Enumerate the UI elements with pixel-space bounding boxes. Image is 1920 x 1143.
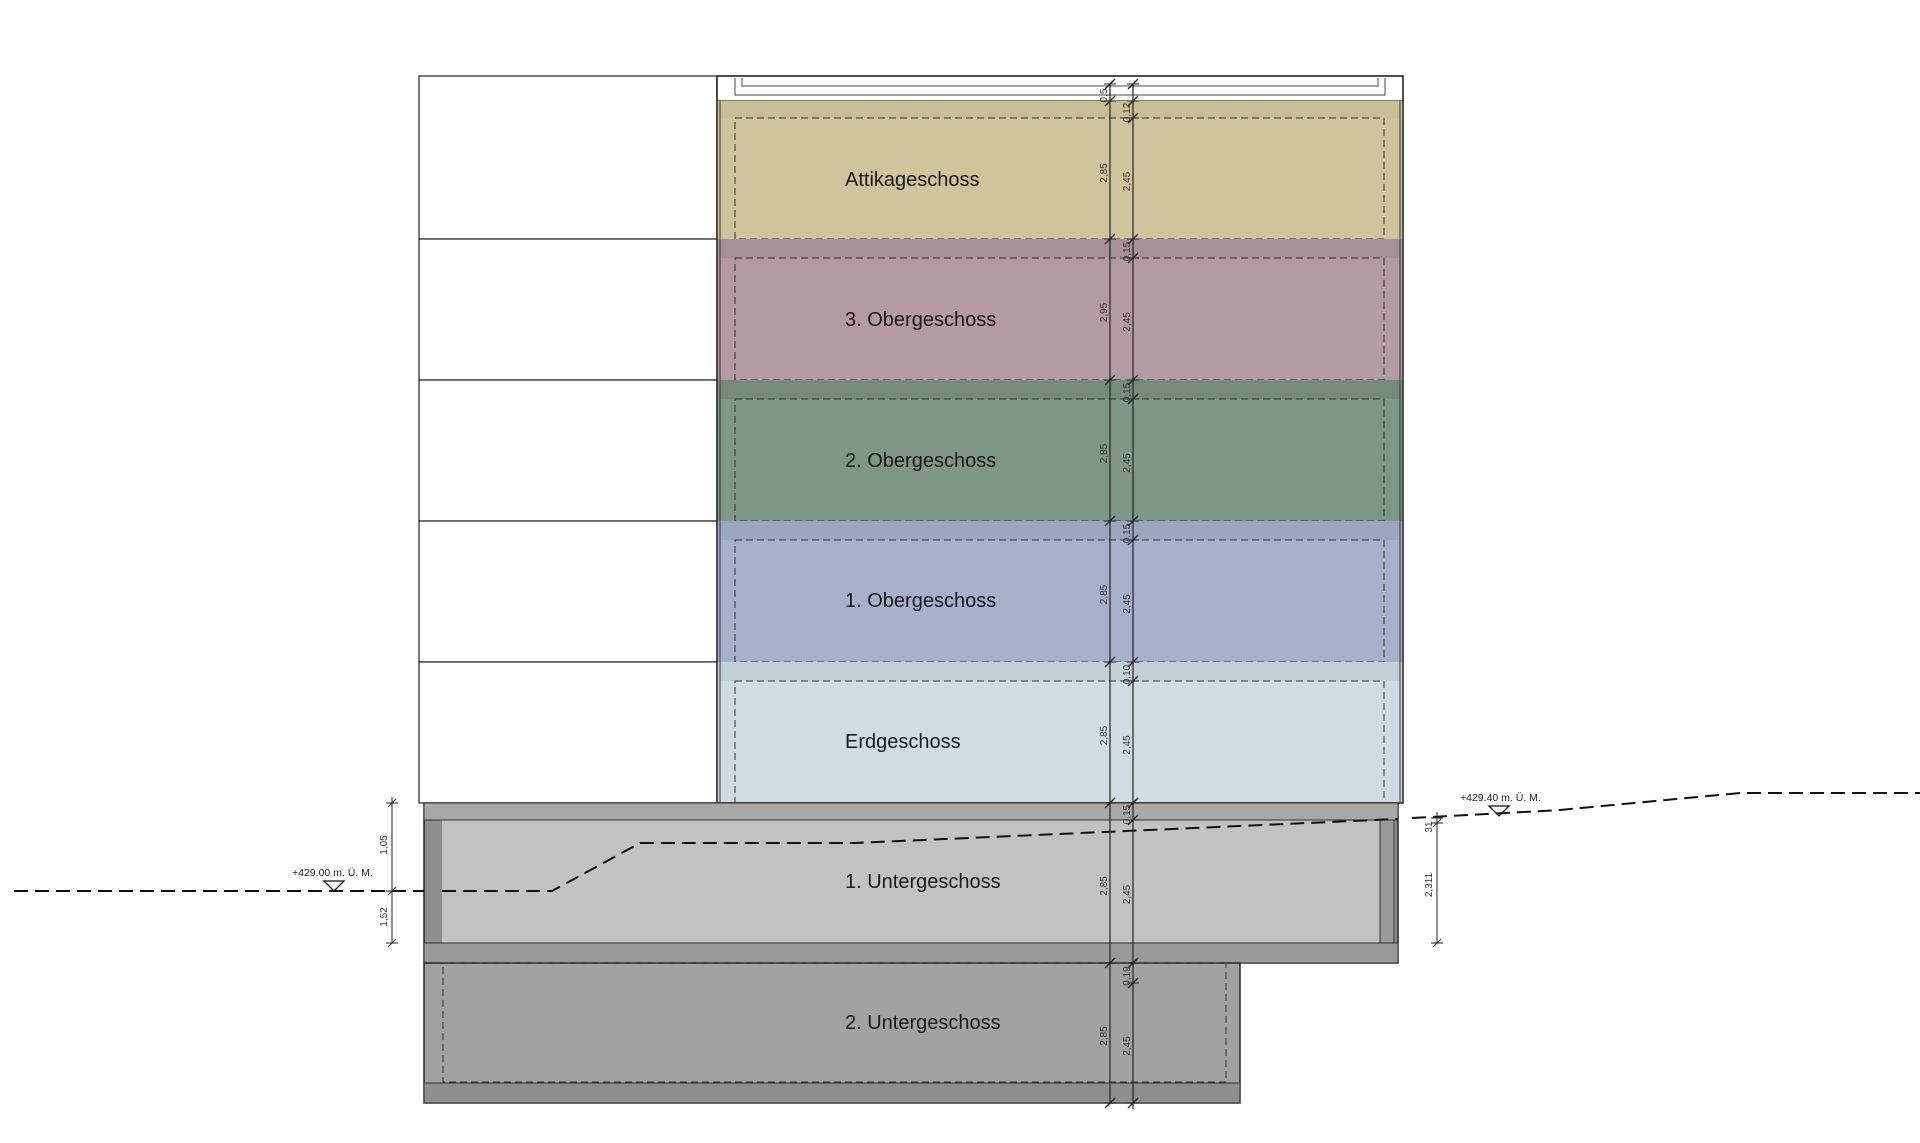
dimension-vertical-central bbox=[1109, 84, 1134, 1109]
dim-inner-ug2: 2,45 bbox=[1122, 1036, 1133, 1056]
dim-slab-ug1: 0,15 bbox=[1122, 804, 1133, 824]
floor-og1 bbox=[717, 521, 1403, 663]
floor-og2 bbox=[717, 380, 1403, 522]
dim-outer-og2: 2,85 bbox=[1099, 443, 1110, 463]
floor-label-eg: Erdgeschoss bbox=[845, 731, 961, 753]
level-marker-left: +429.00 m. Ü. M. bbox=[292, 867, 373, 892]
dim-slab-og2: 0,15 bbox=[1122, 382, 1133, 402]
roof-parapet bbox=[716, 75, 1404, 102]
dim-outer-og1: 2,85 bbox=[1099, 584, 1110, 604]
dim-inner-ug1: 2,45 bbox=[1122, 884, 1133, 904]
dim-inner-og3: 2,45 bbox=[1122, 312, 1133, 332]
dim-right-upper: 31 bbox=[1424, 821, 1435, 833]
floor-label-attika: Attikageschoss bbox=[845, 169, 980, 191]
dim-slab-og1: 0,15 bbox=[1122, 523, 1133, 543]
dimension-texts: 2,85 2,45 0,12 0,5 2,95 2,45 0,15 2,85 2,45 0,15 2… bbox=[1099, 88, 1133, 1056]
floor-label-og1: 1. Obergeschoss bbox=[845, 590, 996, 612]
dim-left-lower: 1,52 bbox=[379, 907, 390, 927]
floor-ug2 bbox=[423, 962, 1241, 1104]
dim-inner-attika: 2,45 bbox=[1122, 171, 1133, 191]
dim-inner-og1: 2,45 bbox=[1122, 594, 1133, 614]
floor-label-ug1: 1. Untergeschoss bbox=[845, 871, 1001, 893]
dimension-ticks bbox=[1104, 78, 1139, 1109]
dim-slab-eg: 0,10 bbox=[1122, 664, 1133, 684]
dim-inner-eg: 2,45 bbox=[1122, 735, 1133, 755]
dim-left-upper: 1,05 bbox=[379, 835, 390, 855]
dim-top-attika: 0,5 bbox=[1099, 88, 1110, 102]
floor-label-og3: 3. Obergeschoss bbox=[845, 309, 996, 331]
neighbour-building bbox=[418, 75, 718, 804]
dimension-right bbox=[1431, 812, 1443, 948]
dimension-left bbox=[386, 797, 398, 948]
dim-slab-og3: 0,15 bbox=[1122, 241, 1133, 261]
dim-slab-ug2: 0,19 bbox=[1122, 966, 1133, 986]
level-left-label: +429.00 m. Ü. M. bbox=[292, 867, 373, 879]
level-right-label: +429.40 m. Ü. M. bbox=[1460, 792, 1541, 804]
terrain-line bbox=[14, 792, 1920, 892]
floor-label-og2: 2. Obergeschoss bbox=[845, 450, 996, 472]
dim-inner-og2: 2,45 bbox=[1122, 453, 1133, 473]
dim-right-lower: 2,311 bbox=[1424, 872, 1435, 897]
dim-outer-ug1: 2,85 bbox=[1099, 876, 1110, 896]
floor-ug1 bbox=[423, 802, 1399, 964]
floor-attika bbox=[717, 101, 1403, 240]
level-marker-right: +429.40 m. Ü. M. bbox=[1460, 792, 1541, 817]
dim-outer-attika: 2,85 bbox=[1099, 163, 1110, 183]
dim-outer-ug2: 2,85 bbox=[1099, 1026, 1110, 1046]
floor-og3 bbox=[717, 239, 1403, 381]
dim-slab-attika: 0,12 bbox=[1122, 102, 1133, 122]
dim-outer-og3: 2,95 bbox=[1099, 302, 1110, 322]
dim-outer-eg: 2,85 bbox=[1099, 725, 1110, 745]
floor-label-ug2: 2. Untergeschoss bbox=[845, 1012, 1001, 1034]
floor-eg bbox=[717, 662, 1403, 804]
